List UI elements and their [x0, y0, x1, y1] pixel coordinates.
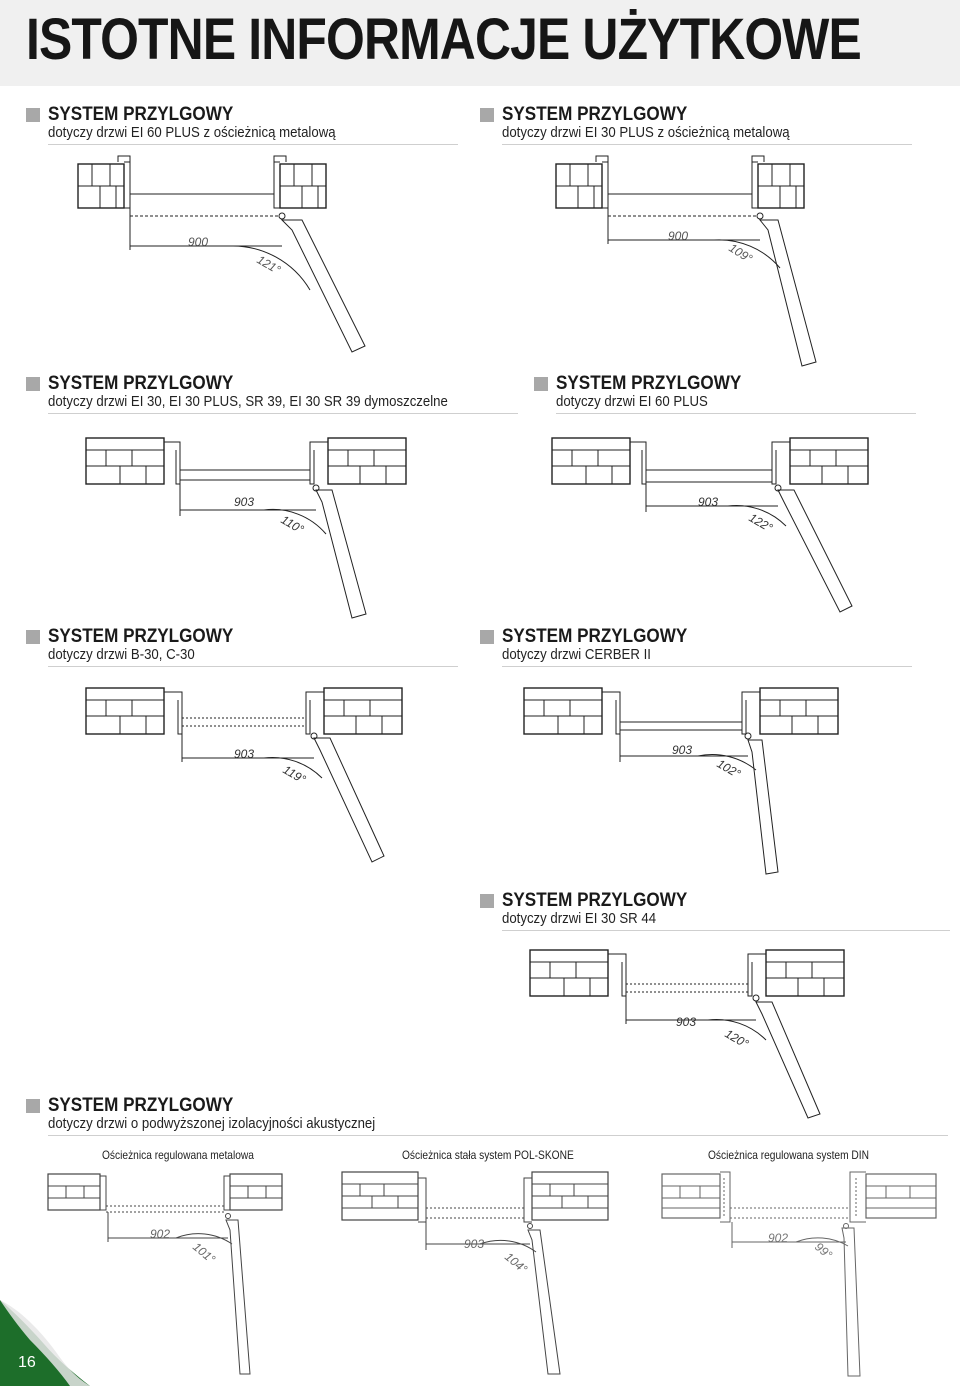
door-diagram-4: 903 122° [551, 437, 869, 613]
section-subtitle: dotyczy drzwi EI 30, EI 30 PLUS, SR 39, … [48, 393, 448, 410]
section-title: SYSTEM PRZYLGOWY [502, 890, 688, 911]
divider [48, 1135, 948, 1136]
section-title: SYSTEM PRZYLGOWY [48, 104, 234, 125]
section-subtitle: dotyczy drzwi CERBER II [502, 646, 651, 663]
bullet-square [534, 377, 548, 391]
door-diagram-acoustic-2: 903 104° [341, 1171, 609, 1375]
dimension-label: 903 [698, 495, 718, 509]
divider [48, 666, 458, 667]
section-subtitle: dotyczy drzwi EI 60 PLUS [556, 393, 708, 410]
dimension-label: 903 [464, 1237, 484, 1251]
section-title: SYSTEM PRZYLGOWY [48, 1095, 234, 1116]
page-header: ISTOTNE INFORMACJE UŻYTKOWE [0, 0, 960, 86]
section-title: SYSTEM PRZYLGOWY [48, 373, 234, 394]
door-diagram-acoustic-1: 902 101° [47, 1173, 283, 1375]
section-subtitle: dotyczy drzwi o podwyższonej izolacyjnoś… [48, 1115, 376, 1132]
door-diagram-5: 903 119° [85, 687, 403, 863]
divider [502, 666, 912, 667]
divider [502, 144, 912, 145]
door-diagram-2: 900 109° [555, 155, 817, 367]
section-title: SYSTEM PRZYLGOWY [556, 373, 742, 394]
dimension-label: 902 [768, 1231, 788, 1245]
section-title: SYSTEM PRZYLGOWY [502, 626, 688, 647]
door-diagram-7: 903 120° [529, 949, 845, 1119]
bullet-square [480, 894, 494, 908]
angle-label: 99° [812, 1240, 835, 1263]
door-diagram-3: 903 110° [85, 437, 407, 619]
section-title: SYSTEM PRZYLGOWY [502, 104, 688, 125]
divider [48, 144, 458, 145]
bullet-square [480, 108, 494, 122]
dimension-label: 903 [672, 743, 692, 757]
section-subtitle: dotyczy drzwi EI 30 PLUS z ościeżnicą me… [502, 124, 790, 141]
section-title: SYSTEM PRZYLGOWY [48, 626, 234, 647]
section-subtitle: dotyczy drzwi EI 30 SR 44 [502, 910, 657, 927]
bullet-square [480, 630, 494, 644]
bullet-square [26, 630, 40, 644]
dimension-label: 900 [188, 235, 208, 249]
dimension-label: 902 [150, 1227, 170, 1241]
bullet-square [26, 108, 40, 122]
dimension-label: 903 [234, 495, 254, 509]
divider [502, 930, 950, 931]
dimension-label: 903 [234, 747, 254, 761]
dimension-label: 903 [676, 1015, 696, 1029]
diagram-caption: Ościeżnica stała system POL-SKONE [402, 1148, 574, 1162]
divider [556, 413, 916, 414]
angle-label: 101° [190, 1240, 218, 1267]
door-diagram-1: 900 121° [77, 155, 366, 353]
diagram-caption: Ościeżnica regulowana system DIN [708, 1148, 869, 1162]
page-title: ISTOTNE INFORMACJE UŻYTKOWE [26, 7, 862, 72]
angle-label: 121° [255, 252, 284, 277]
diagram-caption: Ościeżnica regulowana metalowa [102, 1148, 254, 1162]
section-subtitle: dotyczy drzwi EI 60 PLUS z ościeżnicą me… [48, 124, 336, 141]
door-diagram-acoustic-3: 902 99° [661, 1171, 937, 1377]
section-subtitle: dotyczy drzwi B-30, C-30 [48, 646, 195, 663]
bullet-square [26, 1099, 40, 1113]
divider [48, 413, 518, 414]
bullet-square [26, 377, 40, 391]
page-number: 16 [18, 1354, 36, 1371]
angle-label: 104° [502, 1250, 530, 1277]
page-corner-decoration [0, 1300, 90, 1386]
door-diagram-6: 903 102° [523, 687, 839, 875]
angle-label: 119° [281, 762, 309, 786]
angle-label: 120° [723, 1026, 752, 1051]
dimension-label: 900 [668, 229, 688, 243]
angle-label: 109° [726, 241, 755, 266]
